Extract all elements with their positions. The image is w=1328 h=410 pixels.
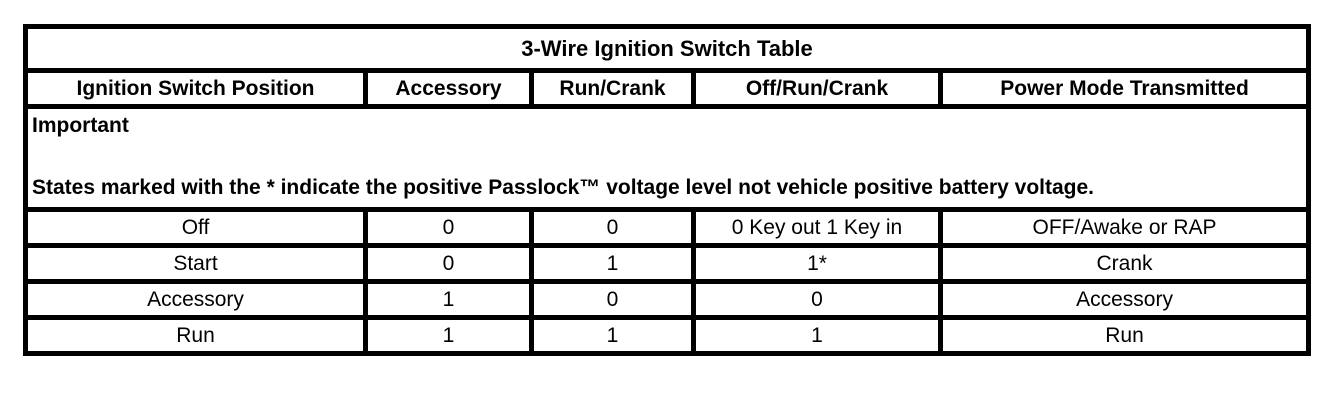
cell-power-mode: Crank (937, 243, 1312, 284)
note-body: States marked with the * indicate the po… (32, 176, 1095, 199)
cell-off-run-crank: 0 (691, 279, 943, 320)
table-row-accessory: Accessory 1 0 0 Accessory (23, 279, 1312, 320)
cell-accessory: 0 (363, 243, 534, 284)
table-row-run: Run 1 1 1 Run (23, 315, 1312, 356)
cell-off-run-crank: 0 Key out 1 Key in (691, 207, 943, 248)
ignition-switch-table: 3-Wire Ignition Switch Table Ignition Sw… (22, 24, 1312, 356)
important-note-cell: Important States marked with the * indic… (22, 104, 1312, 212)
cell-position: Start (23, 243, 368, 284)
cell-run-crank: 1 (529, 243, 696, 284)
cell-accessory: 1 (363, 315, 534, 356)
cell-position: Accessory (23, 279, 368, 320)
cell-power-mode: OFF/Awake or RAP (937, 207, 1312, 248)
column-header-ignition-switch-position: Ignition Switch Position (23, 68, 368, 109)
note-heading: Important (32, 114, 129, 137)
cell-accessory: 0 (363, 207, 534, 248)
column-header-power-mode-transmitted: Power Mode Transmitted (937, 68, 1312, 109)
column-header-off-run-crank: Off/Run/Crank (691, 68, 943, 109)
cell-off-run-crank: 1* (691, 243, 943, 284)
cell-off-run-crank: 1 (691, 315, 943, 356)
table-title-row: 3-Wire Ignition Switch Table (22, 24, 1312, 73)
cell-run-crank: 0 (529, 279, 696, 320)
cell-position: Off (23, 207, 368, 248)
important-note-row: Important States marked with the * indic… (22, 104, 1312, 212)
cell-accessory: 1 (363, 279, 534, 320)
column-header-accessory: Accessory (363, 68, 534, 109)
cell-position: Run (23, 315, 368, 356)
column-header-run-crank: Run/Crank (529, 68, 696, 109)
cell-power-mode: Run (937, 315, 1312, 356)
table-title: 3-Wire Ignition Switch Table (22, 24, 1312, 73)
table-row-start: Start 0 1 1* Crank (23, 243, 1312, 284)
cell-power-mode: Accessory (937, 279, 1312, 320)
cell-run-crank: 1 (529, 315, 696, 356)
cell-run-crank: 0 (529, 207, 696, 248)
table-row-off: Off 0 0 0 Key out 1 Key in OFF/Awake or … (23, 207, 1312, 248)
table-header-row: Ignition Switch Position Accessory Run/C… (23, 68, 1312, 109)
note-spacer (32, 141, 1302, 172)
